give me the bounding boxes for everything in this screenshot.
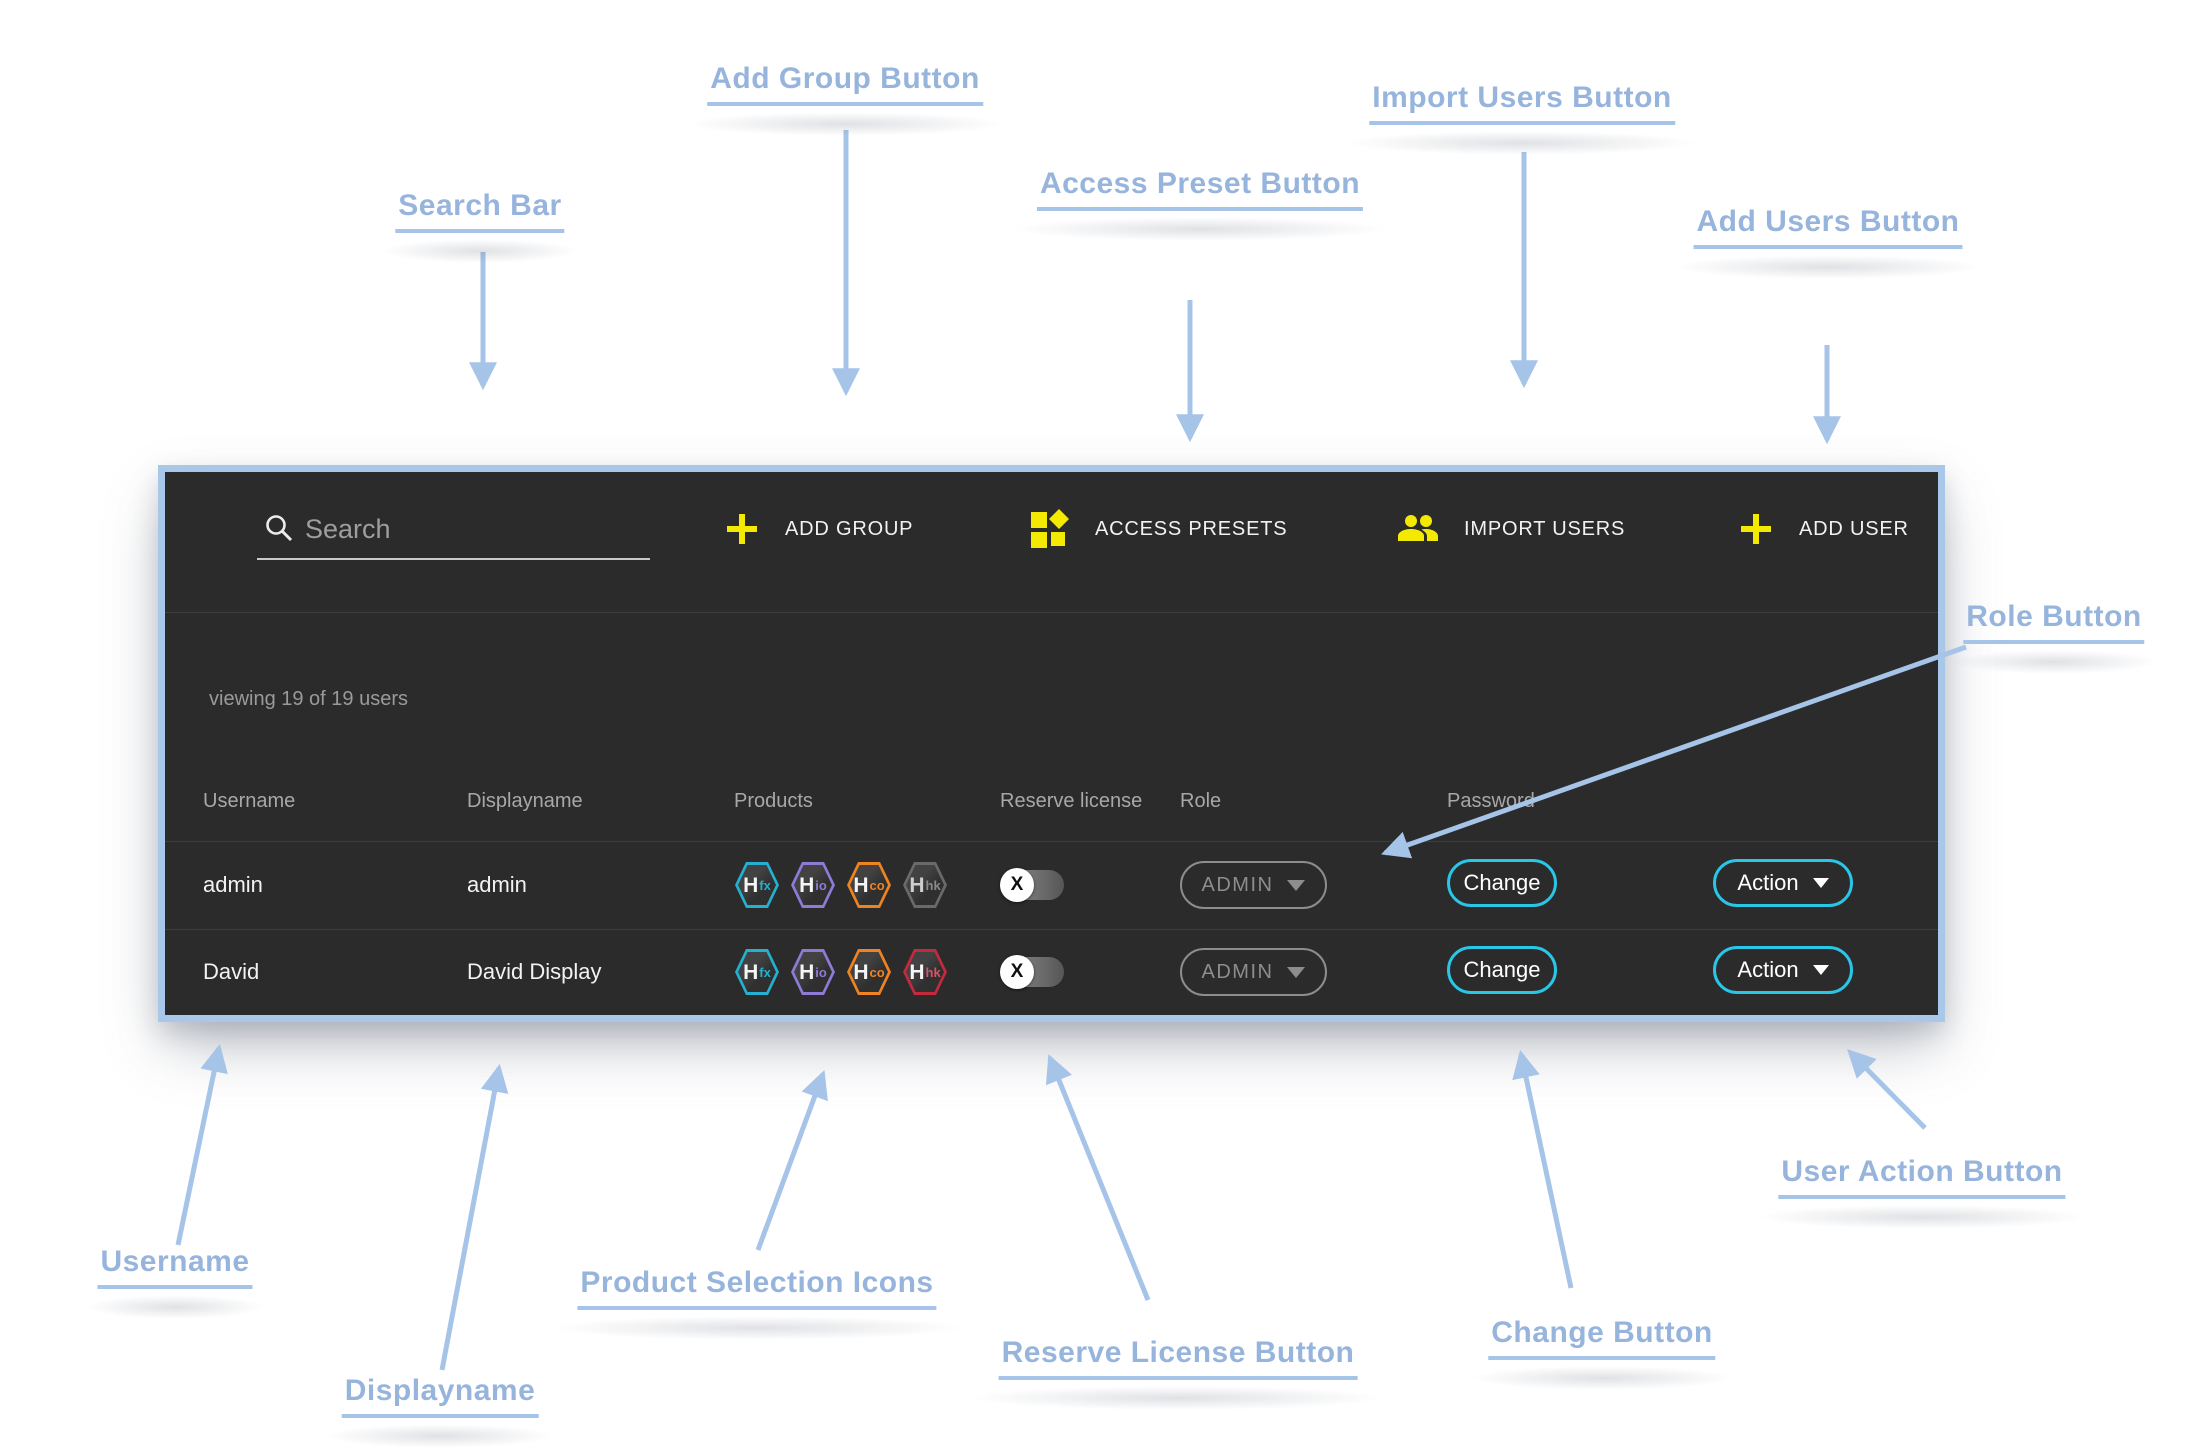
role-dropdown[interactable]: ADMIN	[1180, 948, 1327, 996]
annotation-add-users: Add Users Button	[1671, 205, 1985, 279]
search-bar	[257, 498, 650, 560]
search-icon	[266, 515, 293, 542]
header-divider	[165, 841, 1938, 842]
role-dropdown[interactable]: ADMIN	[1180, 861, 1327, 909]
displayname-cell: David Display	[467, 959, 602, 984]
chevron-down-icon	[1287, 879, 1306, 891]
import-users-label: IMPORT USERS	[1464, 517, 1626, 540]
toggle-knob: X	[1000, 955, 1034, 989]
annotation-add-group: Add Group Button	[685, 62, 1005, 136]
search-input[interactable]	[305, 506, 635, 552]
action-label: Action	[1737, 870, 1799, 895]
action-label: Action	[1737, 957, 1799, 982]
reserve-license-toggle[interactable]: X	[1000, 868, 1064, 902]
annotation-username: Username	[85, 1245, 266, 1319]
chevron-down-icon	[1287, 966, 1306, 978]
annotation-displayname: Displayname	[326, 1374, 554, 1448]
reserve-license-toggle[interactable]: X	[1000, 955, 1064, 989]
user-action-dropdown[interactable]: Action	[1713, 859, 1853, 907]
change-password-button[interactable]: Change	[1447, 859, 1557, 907]
people-icon	[1398, 515, 1438, 541]
role-value: ADMIN	[1201, 960, 1274, 983]
toolbar-divider	[165, 612, 1938, 613]
access-presets-button[interactable]: ACCESS PRESETS	[1031, 504, 1287, 554]
annotation-access-preset: Access Preset Button	[1010, 167, 1390, 241]
user-count-status: viewing 19 of 19 users	[209, 688, 409, 710]
annotation-search-bar: Search Bar	[381, 189, 579, 263]
change-label: Change	[1463, 957, 1541, 982]
add-group-button[interactable]: ADD GROUP	[725, 504, 913, 554]
change-password-button[interactable]: Change	[1447, 946, 1557, 994]
presets-icon	[1031, 509, 1069, 548]
user-management-panel: ADD GROUP ACCESS PRESETS IMPORT USERS AD…	[158, 465, 1945, 1022]
column-header-products: Products	[734, 790, 813, 812]
column-header-reserve: Reserve license	[1000, 790, 1143, 812]
arrow-change	[1512, 1049, 1574, 1289]
arrow-username	[175, 1043, 228, 1246]
plus-icon	[1741, 514, 1771, 544]
chevron-down-icon	[1812, 965, 1829, 975]
access-presets-label: ACCESS PRESETS	[1095, 517, 1288, 540]
arrow-reserve	[1045, 1054, 1151, 1301]
arrow-products	[755, 1070, 828, 1251]
username-cell: admin	[203, 872, 263, 897]
toggle-knob: X	[1000, 868, 1034, 902]
import-users-button[interactable]: IMPORT USERS	[1398, 504, 1625, 554]
column-header-username: Username	[203, 790, 296, 812]
column-header-displayname: Displayname	[467, 790, 583, 812]
column-header-role: Role	[1180, 790, 1222, 812]
arrow-user-action	[1847, 1049, 1927, 1130]
plus-icon	[727, 514, 757, 544]
annotation-import-users: Import Users Button	[1344, 81, 1699, 155]
annotation-products: Product Selection Icons	[548, 1266, 966, 1340]
annotation-reserve: Reserve License Button	[969, 1336, 1386, 1410]
chevron-down-icon	[1812, 878, 1829, 888]
user-action-dropdown[interactable]: Action	[1713, 946, 1853, 994]
annotation-change: Change Button	[1470, 1316, 1735, 1390]
username-cell: David	[203, 959, 260, 984]
add-user-button[interactable]: ADD USER	[1739, 504, 1909, 554]
change-label: Change	[1463, 870, 1541, 895]
row-divider	[165, 929, 1938, 930]
arrow-role	[1381, 644, 1967, 859]
annotation-role: Role Button	[1948, 600, 2160, 674]
add-user-label: ADD USER	[1799, 517, 1909, 540]
displayname-cell: admin	[467, 872, 527, 897]
add-group-label: ADD GROUP	[785, 517, 914, 540]
arrow-displayname	[439, 1063, 509, 1371]
role-value: ADMIN	[1201, 873, 1274, 896]
annotation-user-action: User Action Button	[1755, 1155, 2089, 1229]
